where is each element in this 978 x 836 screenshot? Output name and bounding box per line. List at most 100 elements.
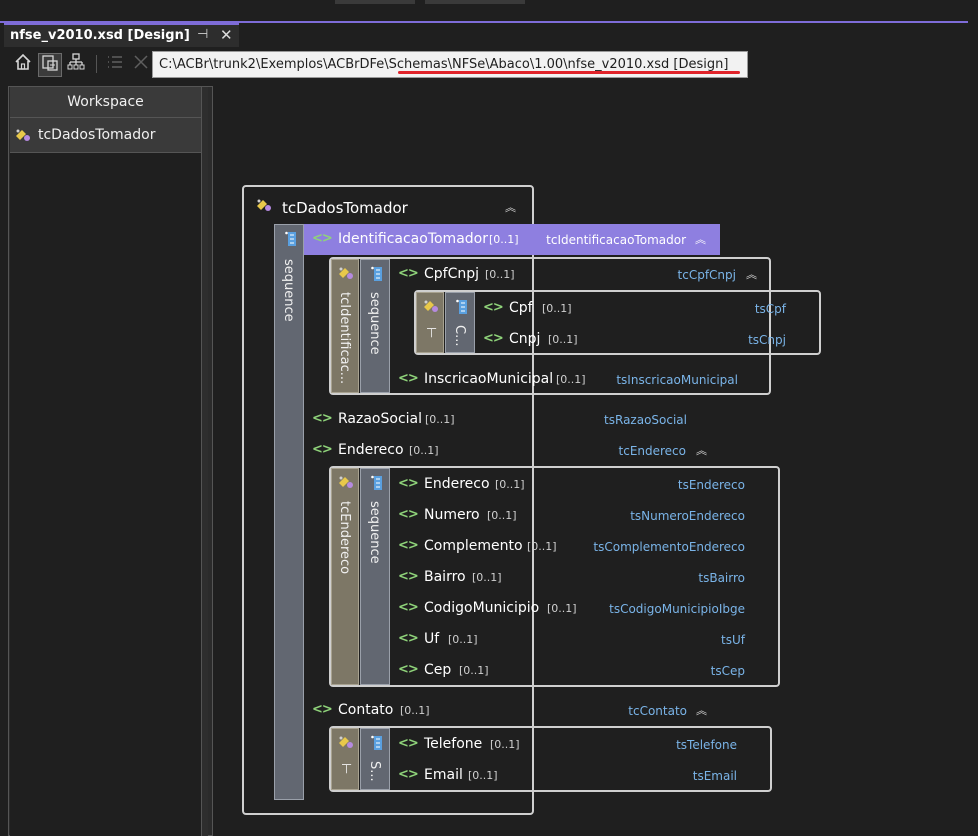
element-name: Endereco — [424, 476, 490, 492]
element-type: tcIdentificacaoTomador — [546, 233, 686, 247]
design-view-icon[interactable] — [38, 53, 62, 77]
pin-icon[interactable]: ⊣ — [197, 27, 209, 42]
element-bairro[interactable]: <> Bairro [0..1] tsBairro — [390, 562, 778, 593]
element-uf[interactable]: <> Uf [0..1] tsUf — [390, 624, 778, 655]
sequence-band[interactable]: sequence — [360, 259, 390, 393]
element-cardinality: [0..1] — [425, 413, 455, 426]
tcendereco-box[interactable] — [329, 466, 780, 687]
element-name: IdentificacaoTomador — [338, 231, 488, 247]
hierarchy-icon[interactable] — [65, 53, 87, 75]
top-segment — [425, 0, 525, 4]
workspace-item-tcdadostomador[interactable]: tcDadosTomador — [10, 118, 201, 153]
element-name: Telefone — [424, 736, 483, 752]
complex-type-icon — [257, 199, 271, 211]
element-name: Endereco — [338, 442, 404, 458]
element-type: tsCnpj — [748, 333, 786, 347]
element-name: CpfCnpj — [424, 266, 480, 282]
type-band: tcEndereco — [331, 468, 359, 685]
red-underline-annotation — [398, 71, 740, 74]
root-type-name: tcDadosTomador — [282, 199, 408, 217]
element-cardinality: [0..1] — [495, 478, 525, 491]
sequence-icon — [285, 231, 296, 246]
top-strip — [0, 0, 978, 22]
complex-type-icon — [339, 736, 353, 748]
element-type: tsNumeroEndereco — [630, 509, 745, 523]
tcidentificacaotomador-box[interactable] — [329, 257, 771, 395]
element-icon: <> — [312, 231, 333, 246]
choice-band[interactable]: C... — [445, 292, 475, 353]
element-cnpj[interactable]: <> Cnpj [0..1] tsCnpj — [475, 324, 819, 355]
element-cardinality: [0..1] — [542, 302, 572, 315]
element-cardinality: [0..1] — [490, 738, 520, 751]
element-type: tcContato — [628, 704, 687, 718]
element-name: Cnpj — [509, 331, 541, 347]
element-endereco-field[interactable]: <> Endereco [0..1] tsEndereco — [390, 469, 778, 500]
remove-icon[interactable] — [130, 53, 152, 75]
element-name: InscricaoMunicipal — [424, 371, 554, 387]
element-codigomunicipio[interactable]: <> CodigoMunicipio [0..1] tsCodigoMunici… — [390, 593, 778, 624]
element-icon: <> — [312, 702, 333, 717]
element-complemento[interactable]: <> Complemento [0..1] tsComplementoEnder… — [390, 531, 778, 562]
element-cpfcnpj[interactable]: <> CpfCnpj [0..1] tcCpfCnpj ︽ — [390, 259, 769, 290]
element-name: CodigoMunicipio — [424, 600, 540, 616]
element-name: Cep — [424, 662, 452, 678]
sequence-band[interactable]: sequence — [274, 224, 304, 800]
element-cep[interactable]: <> Cep [0..1] tsCep — [390, 655, 778, 686]
complex-type-icon — [339, 267, 353, 279]
workspace-header: Workspace — [10, 87, 201, 118]
sequence-icon — [371, 735, 382, 750]
element-telefone[interactable]: <> Telefone [0..1] tsTelefone — [390, 729, 770, 760]
element-type: tsRazaoSocial — [604, 413, 687, 427]
element-icon: <> — [398, 371, 419, 386]
type-band-label: ⊢ — [423, 327, 438, 339]
complex-type-icon — [424, 300, 438, 312]
element-icon: <> — [312, 411, 333, 426]
document-tab[interactable]: nfse_v2010.xsd [Design] ⊣ ✕ — [4, 23, 239, 47]
sequence-label: sequence — [367, 292, 382, 355]
type-band: tcIdentificac... — [331, 259, 359, 393]
element-cardinality: [0..1] — [468, 769, 498, 782]
element-contato[interactable]: <> Contato [0..1] tcContato ︽ — [304, 695, 720, 726]
element-type: tsInscricaoMunicipal — [616, 373, 738, 387]
tcdadostomador-box[interactable] — [242, 185, 534, 815]
element-type: tsEndereco — [677, 478, 745, 492]
sequence-band[interactable]: sequence — [360, 468, 390, 685]
element-icon: <> — [398, 736, 419, 751]
list-icon[interactable] — [104, 53, 126, 75]
element-type: tcEndereco — [618, 444, 686, 458]
element-endereco[interactable]: <> Endereco [0..1] tcEndereco ︽ — [304, 435, 720, 466]
element-inscricaomunicipal[interactable]: <> InscricaoMunicipal [0..1] tsInscricao… — [390, 364, 769, 395]
element-identificacaotomador[interactable]: <> IdentificacaoTomador [0..1] tcIdentif… — [304, 224, 720, 255]
element-icon: <> — [398, 767, 419, 782]
element-cpf[interactable]: <> Cpf [0..1] tsCpf — [475, 293, 819, 324]
toolbar-separator — [96, 55, 97, 73]
collapse-icon[interactable]: ︽ — [505, 201, 516, 214]
tccontato-box[interactable] — [329, 726, 772, 792]
element-type: tsUf — [721, 633, 745, 647]
element-cardinality: [0..1] — [409, 444, 439, 457]
collapse-icon[interactable]: ︽ — [696, 444, 707, 457]
element-razaosocial[interactable]: <> RazaoSocial [0..1] tsRazaoSocial — [304, 404, 720, 435]
sequence-icon — [371, 475, 382, 490]
collapse-icon[interactable]: ︽ — [696, 704, 707, 717]
tccpfcnpj-box[interactable] — [414, 290, 821, 355]
element-numero[interactable]: <> Numero [0..1] tsNumeroEndereco — [390, 500, 778, 531]
collapse-icon[interactable]: ︽ — [695, 233, 706, 246]
collapse-icon[interactable]: ︽ — [746, 268, 757, 281]
sequence-icon — [371, 266, 382, 281]
workspace-scrollbar[interactable] — [201, 87, 208, 836]
element-email[interactable]: <> Email [0..1] tsEmail — [390, 760, 770, 791]
element-cardinality: [0..1] — [472, 571, 502, 584]
element-type: tsEmail — [692, 769, 737, 783]
element-icon: <> — [398, 507, 419, 522]
type-band: ⊢ — [331, 728, 359, 790]
type-band-label: tcEndereco — [337, 501, 352, 575]
element-name: Complemento — [424, 538, 523, 554]
element-type: tcCpfCnpj — [677, 268, 736, 282]
element-icon: <> — [398, 266, 419, 281]
close-icon[interactable]: ✕ — [220, 26, 233, 44]
sequence-band[interactable]: S... — [360, 728, 390, 790]
choice-icon — [456, 299, 467, 314]
element-name: Contato — [338, 702, 394, 718]
home-icon[interactable] — [12, 53, 34, 75]
